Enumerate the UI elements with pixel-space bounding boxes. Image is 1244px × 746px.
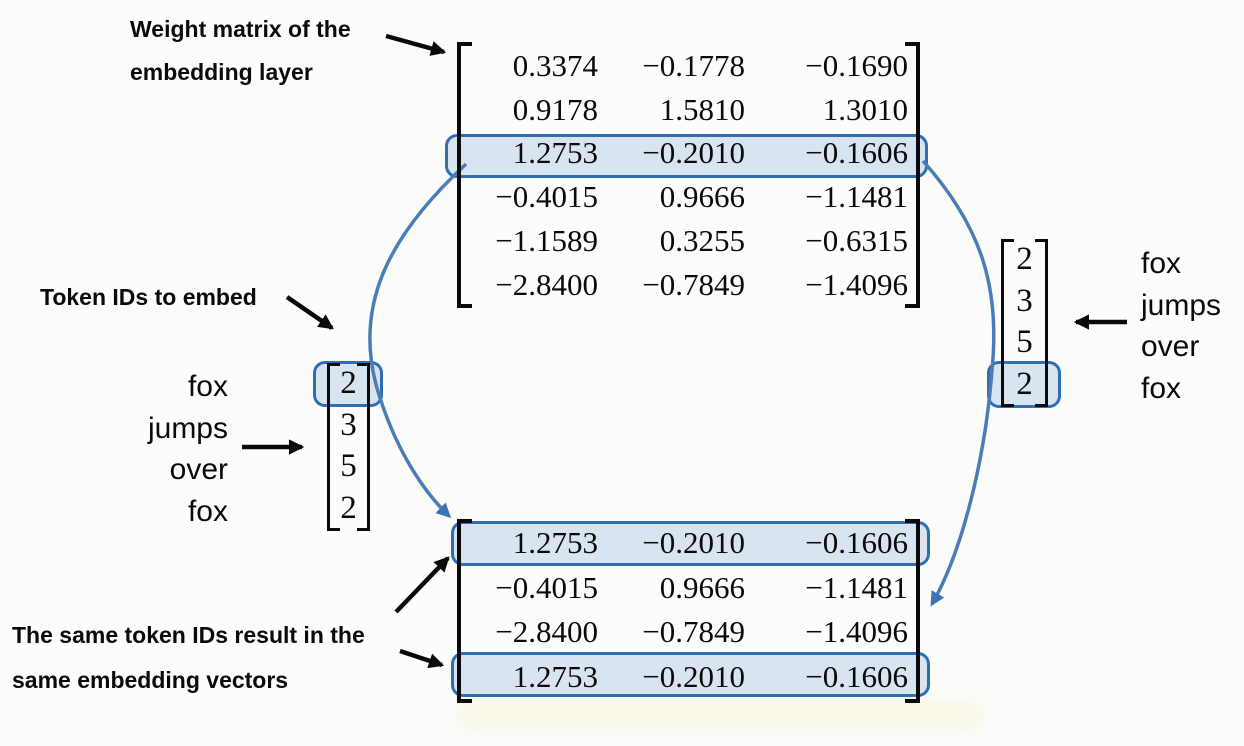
weight-matrix-bracket-right <box>905 42 920 308</box>
right-vector-bracket-left <box>1001 239 1014 407</box>
weight-cell: −0.1778 <box>642 47 745 83</box>
embedding-cell: −1.4096 <box>805 614 908 650</box>
embedding-cell-highlighted: 1.2753 <box>512 525 598 561</box>
token-id-vector-right: 2 3 5 2 <box>1001 239 1048 405</box>
embedding-cell: −1.1481 <box>805 569 908 605</box>
curve-right-lookup <box>921 159 996 607</box>
arrow-same-label-to-row1 <box>394 556 450 614</box>
weight-cell: 0.3255 <box>659 223 745 259</box>
arrow-same-label-to-row4 <box>399 648 445 669</box>
token-word: jumps <box>147 411 228 445</box>
weight-cell: 1.5810 <box>659 91 745 127</box>
embedding-cell-highlighted: −0.1606 <box>805 525 908 561</box>
weight-cell: −0.7849 <box>642 266 745 302</box>
weight-cell: −1.1589 <box>495 223 598 259</box>
weight-cell: −0.6315 <box>805 223 908 259</box>
token-words-left: fox jumps over fox <box>60 366 228 532</box>
token-word: fox <box>187 370 228 403</box>
token-id: 5 <box>340 448 357 485</box>
watermark-smear <box>455 700 985 730</box>
weight-cell: −2.8400 <box>495 266 598 302</box>
token-ids-label: Token IDs to embed <box>40 284 257 310</box>
token-id-highlighted: 2 <box>1016 365 1033 402</box>
embedding-cell-highlighted: 1.2753 <box>512 659 598 695</box>
same-token-label-line2: same embedding vectors <box>12 667 289 693</box>
arrow-tokenids-label-to-vector <box>285 295 334 330</box>
weight-cell: −0.4015 <box>495 179 598 215</box>
weight-matrix-label-line2: embedding layer <box>130 59 313 85</box>
highlight-embedding-row-4 <box>451 652 930 697</box>
token-word: jumps <box>1141 288 1222 322</box>
highlight-right-token-id-2 <box>987 361 1061 408</box>
weight-cell-highlighted: −0.2010 <box>642 135 745 171</box>
token-id-vector-left: 2 3 5 2 <box>327 363 370 529</box>
highlight-embedding-row-1 <box>451 521 930 566</box>
weight-cell: 0.9178 <box>512 91 598 127</box>
weight-cell-highlighted: −0.1606 <box>805 135 908 171</box>
token-word: over <box>169 453 228 486</box>
embedding-matrix-bracket-right <box>905 519 920 703</box>
embedding-cell: −0.4015 <box>495 569 598 605</box>
weight-cell: −0.1690 <box>805 47 908 83</box>
token-word: fox <box>1141 247 1182 280</box>
weight-cell: −1.4096 <box>805 266 908 302</box>
token-word: fox <box>1141 371 1182 405</box>
token-words-right: fox jumps over fox <box>1141 243 1221 409</box>
weight-cell: 0.3374 <box>512 47 598 83</box>
embedding-cell: 0.9666 <box>659 569 745 605</box>
token-id-highlighted: 2 <box>340 365 357 402</box>
embedding-cell: −2.8400 <box>495 614 598 650</box>
token-word: fox <box>187 494 228 528</box>
embedding-cell: −0.7849 <box>642 614 745 650</box>
embedding-matrix-bracket-left <box>457 519 472 703</box>
left-vector-bracket-right <box>357 363 370 531</box>
weight-cell-highlighted: 1.2753 <box>512 135 598 171</box>
token-word: over <box>1141 330 1200 363</box>
arrow-weight-label-to-matrix <box>385 33 447 56</box>
weight-cell: −1.1481 <box>805 179 908 215</box>
embedding-matrix: 1.2753 −0.2010 −0.1606 −0.4015 0.9666 −1… <box>468 521 908 699</box>
token-id: 5 <box>1016 324 1033 361</box>
weight-cell: 1.3010 <box>822 91 908 127</box>
weight-matrix-label-line1: Weight matrix of the <box>130 16 351 42</box>
embedding-cell-highlighted: −0.1606 <box>805 659 908 695</box>
weight-matrix-bracket-left <box>457 42 472 308</box>
token-id: 3 <box>1016 282 1033 319</box>
embedding-cell-highlighted: −0.2010 <box>642 659 745 695</box>
token-id: 3 <box>340 406 357 443</box>
curve-left-lookup <box>368 162 468 519</box>
token-id: 2 <box>1016 241 1033 278</box>
left-vector-bracket-left <box>327 363 340 531</box>
weight-cell: 0.9666 <box>659 179 745 215</box>
right-vector-bracket-right <box>1035 239 1048 407</box>
embedding-cell-highlighted: −0.2010 <box>642 525 745 561</box>
same-token-label-line1: The same token IDs result in the <box>12 622 365 648</box>
highlight-weight-row-3 <box>445 134 928 178</box>
token-id: 2 <box>340 489 357 526</box>
weight-matrix: 0.3374 −0.1778 −0.1690 0.9178 1.5810 1.3… <box>468 44 908 307</box>
